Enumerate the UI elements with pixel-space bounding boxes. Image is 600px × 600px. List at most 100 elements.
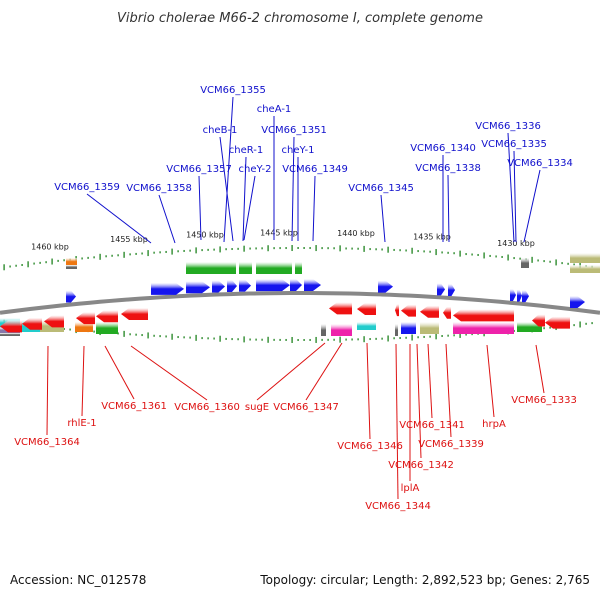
scale-tick — [519, 257, 521, 260]
scale-tick — [471, 253, 473, 256]
leader-line — [395, 343, 399, 500]
scale-tick — [345, 338, 347, 341]
scale-tick — [327, 247, 329, 250]
scale-tick — [273, 247, 275, 250]
reverse-gene-arrow — [443, 306, 451, 319]
scale-tick — [267, 245, 269, 252]
scale-tick — [147, 332, 149, 339]
cog-bar — [453, 322, 514, 334]
gene-label: sugE — [245, 402, 269, 413]
scale-tick — [189, 249, 191, 252]
scale-tick — [453, 334, 455, 337]
reverse-gene-arrow — [545, 316, 570, 329]
scale-tick — [459, 250, 461, 257]
scale-tick — [285, 338, 287, 341]
scale-tick — [243, 245, 245, 252]
scale-tick — [447, 251, 449, 254]
scale-tick — [207, 337, 209, 340]
scale-tick — [231, 248, 233, 251]
scale-tick — [213, 248, 215, 251]
gene-label: cheY-2 — [239, 164, 272, 175]
scale-tick — [495, 255, 497, 258]
cog-bar — [66, 265, 77, 269]
scale-tick — [321, 338, 323, 341]
scale-tick — [129, 333, 131, 336]
scale-tick — [321, 247, 323, 250]
scale-tick — [117, 332, 119, 335]
scale-tick — [411, 247, 413, 254]
cog-bar — [401, 322, 416, 334]
scale-tick — [315, 336, 317, 343]
scale-tick — [57, 259, 59, 262]
scale-tick — [549, 260, 551, 263]
scale-tick — [171, 333, 173, 340]
scale-tick — [501, 255, 503, 258]
gene-label: VCM66_1345 — [348, 183, 414, 194]
forward-gene-arrow — [256, 279, 290, 292]
scale-tick — [417, 250, 419, 253]
scale-tick — [63, 327, 65, 330]
cog-bar — [395, 324, 398, 336]
cog-bar — [521, 258, 529, 268]
scale-tick — [555, 259, 557, 266]
scale-tick — [3, 264, 5, 271]
scale-tick — [177, 336, 179, 339]
scale-tick — [315, 245, 317, 252]
scale-tick — [417, 336, 419, 339]
scale-tick — [375, 337, 377, 340]
scale-tick — [363, 336, 365, 343]
forward-gene-arrow — [66, 290, 76, 303]
scale-tick — [183, 336, 185, 339]
scale-tick — [171, 248, 173, 255]
scale-tick — [255, 247, 257, 250]
scale-tick — [219, 246, 221, 253]
cog-bar — [517, 322, 542, 332]
scale-tick — [405, 249, 407, 252]
scale-tick — [405, 336, 407, 339]
forward-gene-arrow — [517, 289, 522, 302]
reverse-gene-arrow — [401, 304, 416, 317]
gene-label: VCM66_1360 — [174, 402, 240, 413]
scale-tick — [237, 338, 239, 341]
scale-tick — [45, 261, 47, 264]
scale-tick — [123, 251, 125, 258]
scale-tick — [387, 246, 389, 253]
scale-tick — [21, 264, 23, 267]
reverse-gene-arrow — [420, 305, 439, 318]
scale-tick — [123, 330, 125, 337]
leader-line — [312, 175, 316, 242]
scale-tick — [339, 336, 341, 343]
leader-line — [223, 96, 234, 243]
scale-tick — [561, 262, 563, 265]
scale-tick — [159, 251, 161, 254]
scale-tick — [513, 329, 515, 332]
scale-tick — [201, 249, 203, 252]
leader-line — [535, 344, 545, 394]
scale-tick — [507, 254, 509, 261]
backbone-line — [0, 290, 600, 315]
scale-tick — [297, 338, 299, 341]
scale-tick — [255, 338, 257, 341]
scale-tick — [39, 261, 41, 264]
scale-tick — [297, 247, 299, 250]
scale-tick — [357, 338, 359, 341]
gene-arrows — [0, 279, 585, 333]
scale-tick — [567, 262, 569, 265]
leader-line — [81, 345, 85, 417]
gene-label: VCM66_1358 — [126, 183, 192, 194]
forward-gene-arrow — [448, 284, 455, 297]
scale-tick — [585, 322, 587, 325]
scale-label: 1435 kbp — [413, 232, 451, 241]
scale-tick — [231, 338, 233, 341]
leader-line — [130, 345, 208, 401]
scale-tick — [543, 260, 545, 263]
scale-tick — [117, 254, 119, 257]
cog-bar — [331, 324, 352, 336]
scale-tick — [375, 248, 377, 251]
reverse-gene-arrow — [121, 308, 148, 321]
scale-tick — [219, 335, 221, 342]
leader-line — [366, 342, 371, 440]
scale-tick — [369, 338, 371, 341]
reverse-gene-arrow — [395, 304, 399, 317]
gene-label: VCM66_1344 — [365, 501, 431, 512]
